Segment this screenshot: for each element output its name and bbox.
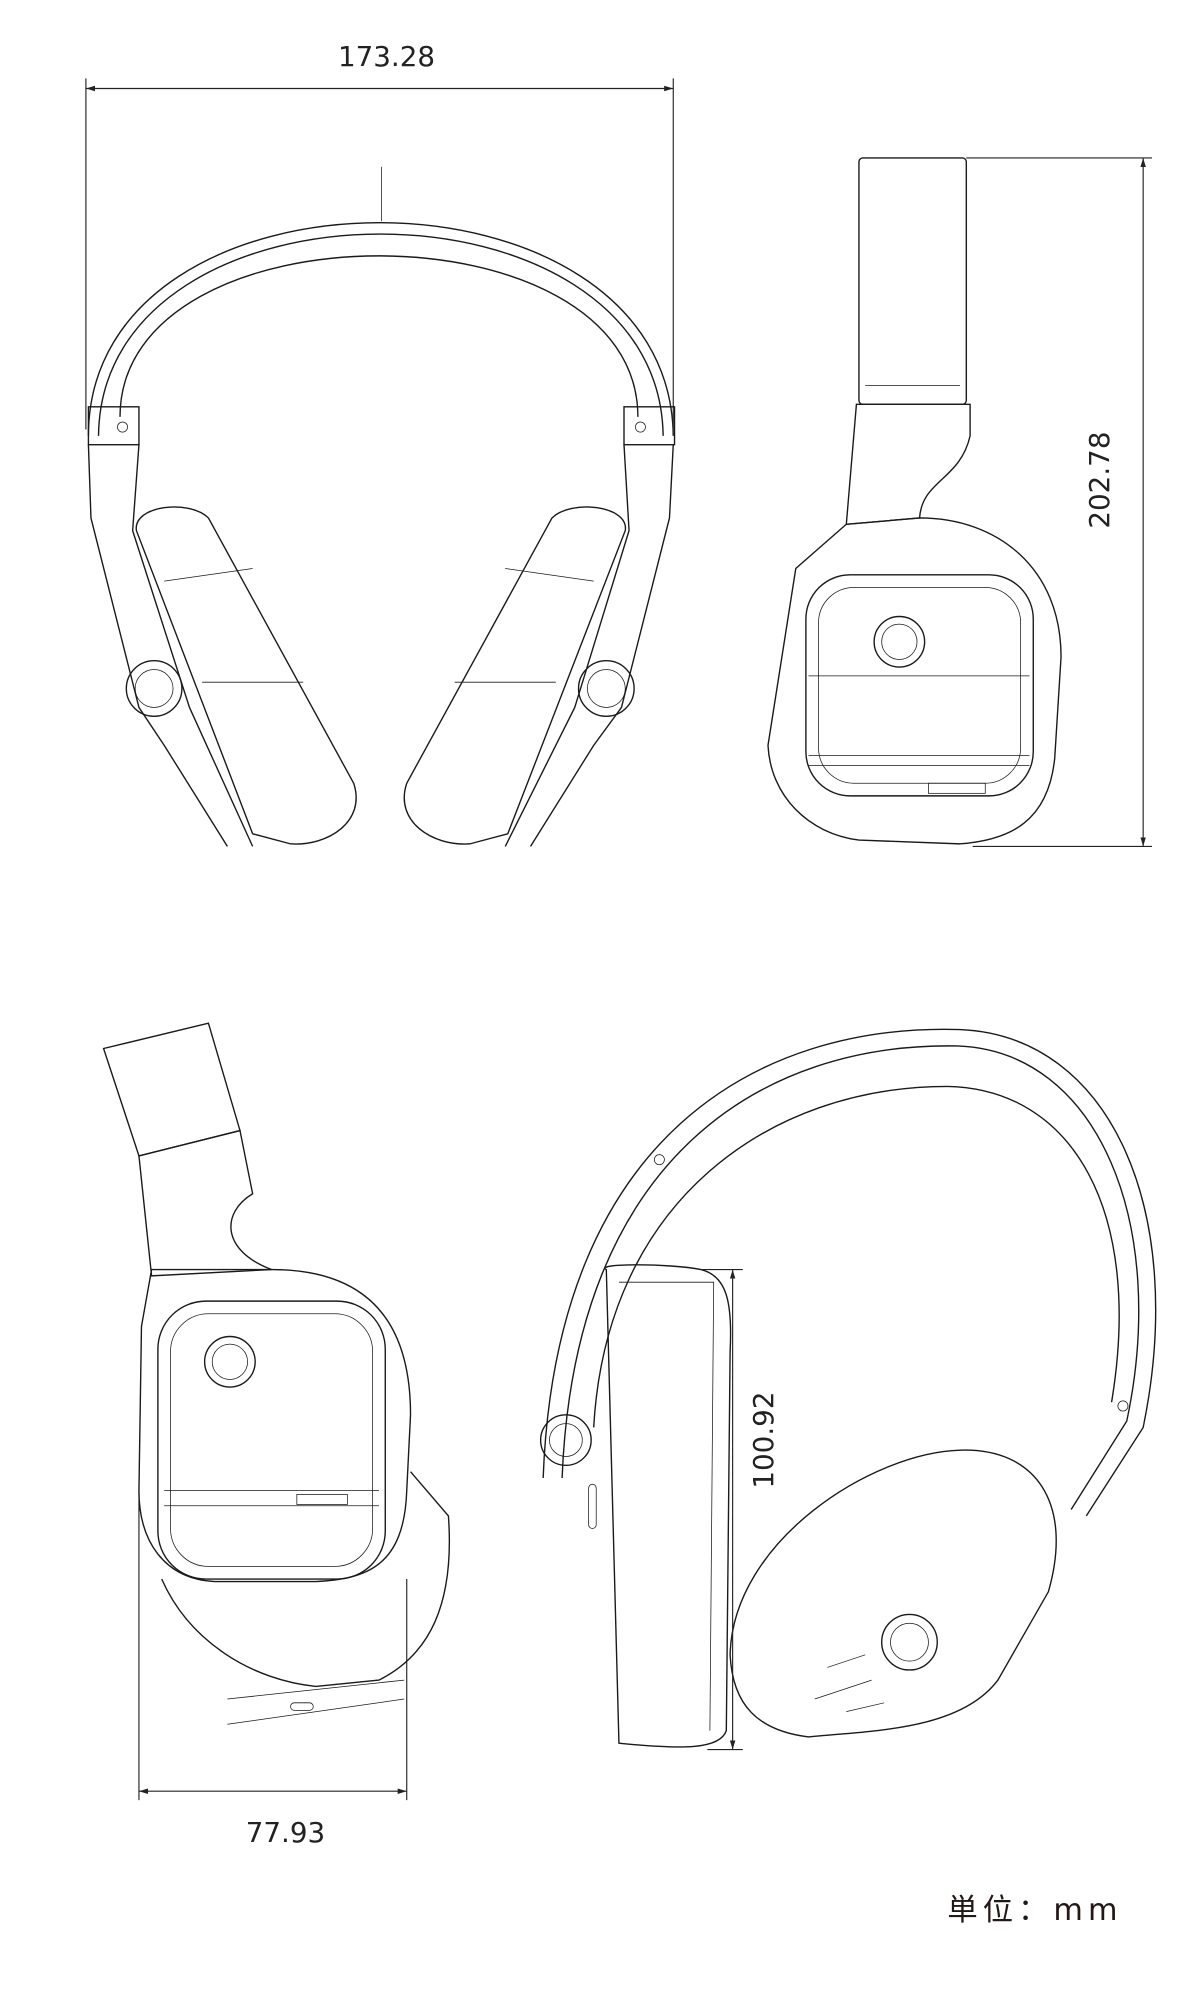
dimension-depth: 77.93	[138, 1490, 408, 1849]
side-view-rear	[102, 1022, 450, 1725]
earcup-height-label: 100.92	[747, 1392, 780, 1489]
dimension-width: 173.28	[85, 40, 674, 430]
width-label: 173.28	[338, 40, 435, 73]
depth-label: 77.93	[246, 1816, 326, 1849]
dimension-height: 202.78	[966, 157, 1152, 847]
front-view	[87, 166, 676, 847]
unit-label: 単位：mm	[947, 1893, 1122, 1928]
side-view	[767, 157, 1062, 845]
isometric-view	[539, 1028, 1157, 1748]
height-label: 202.78	[1083, 432, 1116, 529]
dimension-earcup: 100.92	[701, 1268, 780, 1751]
